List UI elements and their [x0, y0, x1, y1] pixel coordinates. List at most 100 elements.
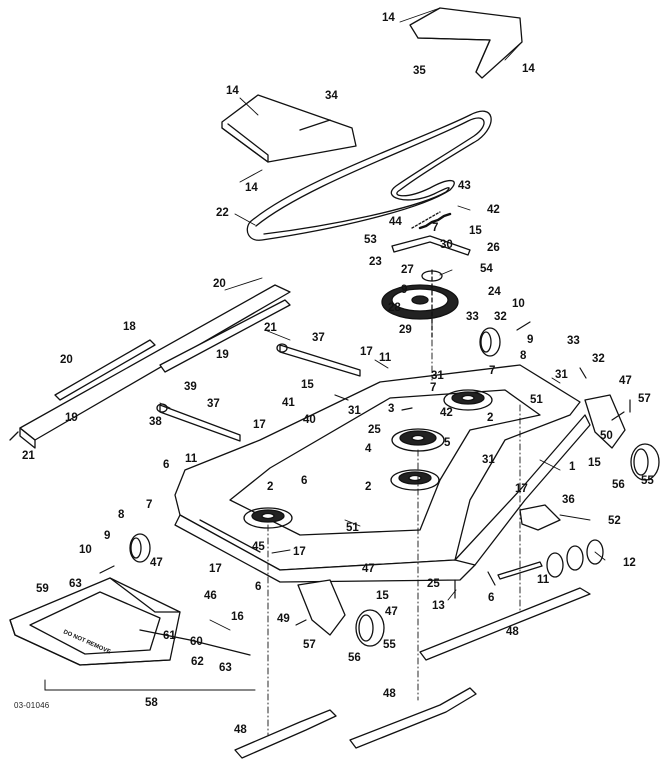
- callout-46: 46: [204, 590, 217, 602]
- callout-30: 30: [440, 239, 453, 251]
- callout-37: 37: [207, 398, 220, 410]
- rollers-12: [546, 539, 604, 578]
- callout-6: 6: [255, 581, 262, 593]
- callout-25: 25: [427, 578, 440, 590]
- callout-12: 12: [623, 557, 636, 569]
- callout-21: 21: [264, 322, 277, 334]
- callout-33: 33: [466, 311, 479, 323]
- callout-37: 37: [312, 332, 325, 344]
- callout-3: 3: [388, 403, 395, 415]
- callout-17: 17: [293, 546, 306, 558]
- bracket-36: [519, 504, 561, 531]
- callout-2: 2: [267, 481, 274, 493]
- callout-14: 14: [226, 85, 239, 97]
- callout-11: 11: [185, 453, 198, 465]
- callout-19: 19: [65, 412, 78, 424]
- callout-7: 7: [432, 222, 439, 234]
- gauge-wheel-8-left: [129, 533, 151, 563]
- callout-43: 43: [458, 180, 471, 192]
- callout-7: 7: [489, 365, 496, 377]
- callout-51: 51: [346, 522, 359, 534]
- roller-55-right: [630, 443, 660, 481]
- callout-56: 56: [348, 652, 361, 664]
- callout-50: 50: [600, 430, 613, 442]
- callout-15: 15: [469, 225, 482, 237]
- discharge-chute-59: [9, 577, 181, 666]
- callout-63: 63: [219, 662, 232, 674]
- callout-59: 59: [36, 583, 49, 595]
- deck-spindle-left: [243, 507, 293, 529]
- callout-54: 54: [480, 263, 493, 275]
- callout-47: 47: [619, 375, 632, 387]
- callout-6: 6: [488, 592, 495, 604]
- callout-17: 17: [209, 563, 222, 575]
- callout-10: 10: [79, 544, 92, 556]
- gauge-wheel-8-right: [479, 327, 501, 357]
- callout-20: 20: [60, 354, 73, 366]
- drive-belt-22: [246, 110, 492, 241]
- callout-21: 21: [22, 450, 35, 462]
- deck-spindle-right: [443, 389, 493, 411]
- callout-48: 48: [234, 724, 247, 736]
- blade-48-center: [349, 687, 477, 749]
- callout-44: 44: [389, 216, 402, 228]
- callout-17: 17: [360, 346, 373, 358]
- callout-17: 17: [253, 419, 266, 431]
- bracket-49: [297, 579, 346, 636]
- pulley-28: [381, 269, 459, 341]
- callout-39: 39: [184, 381, 197, 393]
- callout-9: 9: [401, 284, 408, 296]
- callout-1: 1: [569, 461, 576, 473]
- callout-48: 48: [383, 688, 396, 700]
- callout-6: 6: [163, 459, 170, 471]
- callout-34: 34: [325, 90, 338, 102]
- callout-6: 6: [301, 475, 308, 487]
- idler-arm-23: [391, 211, 471, 256]
- callout-9: 9: [104, 530, 111, 542]
- callout-58: 58: [145, 697, 158, 709]
- callout-47: 47: [385, 606, 398, 618]
- roller-55-bottom: [355, 609, 385, 647]
- alignment-lines: [267, 339, 521, 736]
- callout-32: 32: [494, 311, 507, 323]
- callout-14: 14: [382, 12, 395, 24]
- callout-27: 27: [401, 264, 414, 276]
- callout-7: 7: [146, 499, 153, 511]
- callout-47: 47: [150, 557, 163, 569]
- blade-48-left: [234, 709, 337, 759]
- callout-42: 42: [440, 407, 453, 419]
- callout-52: 52: [608, 515, 621, 527]
- callout-63: 63: [69, 578, 82, 590]
- callout-7: 7: [430, 382, 437, 394]
- callout-31: 31: [555, 369, 568, 381]
- callout-15: 15: [588, 457, 601, 469]
- callout-11: 11: [537, 574, 550, 586]
- callout-28: 28: [388, 302, 401, 314]
- hardware-bolts: [99, 321, 631, 626]
- callout-8: 8: [118, 509, 125, 521]
- callout-48: 48: [506, 626, 519, 638]
- callout-26: 26: [487, 242, 500, 254]
- shaft-37: [156, 343, 361, 442]
- document-id: 03-01046: [14, 701, 50, 710]
- callout-57: 57: [303, 639, 316, 651]
- callout-31: 31: [348, 405, 361, 417]
- rod-62: [139, 629, 251, 656]
- callout-45: 45: [252, 541, 265, 553]
- callout-25: 25: [368, 424, 381, 436]
- callout-5: 5: [444, 437, 451, 449]
- callout-2: 2: [487, 412, 494, 424]
- callout-4: 4: [365, 443, 372, 455]
- callout-41: 41: [282, 397, 295, 409]
- callout-60: 60: [190, 636, 203, 648]
- callout-51: 51: [530, 394, 543, 406]
- callout-62: 62: [191, 656, 204, 668]
- callout-15: 15: [376, 590, 389, 602]
- callout-55: 55: [641, 475, 654, 487]
- callout-35: 35: [413, 65, 426, 77]
- callout-55: 55: [383, 639, 396, 651]
- callout-56: 56: [612, 479, 625, 491]
- callout-13: 13: [432, 600, 445, 612]
- callout-16: 16: [231, 611, 244, 623]
- callout-49: 49: [277, 613, 290, 625]
